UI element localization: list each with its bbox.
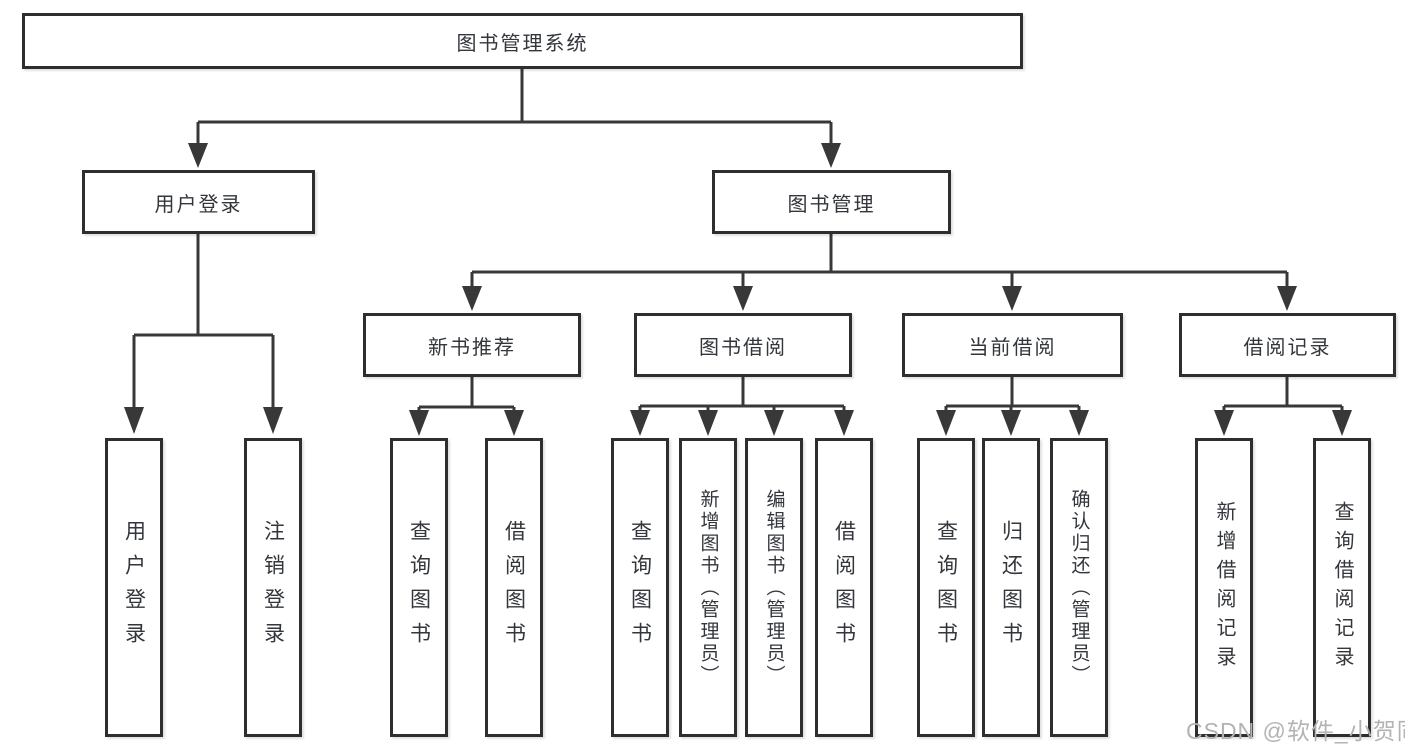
- leaf-edit-books-admin: 编辑图书（管理员）: [745, 438, 803, 737]
- leaf-add-books-admin: 新增图书（管理员）: [679, 438, 737, 737]
- leaf-query-books-recommend-label: 查询图书: [407, 519, 431, 656]
- leaf-query-borrow-record: 查询借阅记录: [1313, 438, 1371, 737]
- leaf-query-books-current-label: 查询图书: [934, 519, 958, 656]
- node-borrow-records: 借阅记录: [1179, 313, 1396, 377]
- leaf-return-books: 归还图书: [982, 438, 1040, 737]
- csdn-watermark: CSDN @软件_小贺同学: [1186, 718, 1405, 744]
- leaf-user-login-label: 用户登录: [122, 519, 146, 656]
- node-user-login: 用户登录: [82, 170, 315, 234]
- leaf-borrow-books-borrowing-label: 借阅图书: [832, 519, 856, 656]
- leaf-return-books-label: 归还图书: [999, 519, 1023, 656]
- node-new-book-recommend: 新书推荐: [363, 313, 581, 377]
- leaf-query-books-borrowing-label: 查询图书: [628, 519, 652, 656]
- node-library-system: 图书管理系统: [22, 13, 1023, 69]
- leaf-query-books-recommend: 查询图书: [390, 438, 448, 737]
- leaf-add-books-admin-label: 新增图书（管理员）: [697, 488, 719, 687]
- leaf-add-borrow-record: 新增借阅记录: [1195, 438, 1253, 737]
- leaf-confirm-return-admin: 确认归还（管理员）: [1050, 438, 1108, 737]
- arrowheads: [124, 143, 1352, 436]
- leaf-add-borrow-record-label: 新增借阅记录: [1213, 500, 1235, 675]
- leaf-edit-books-admin-label: 编辑图书（管理员）: [763, 488, 785, 687]
- leaf-user-login: 用户登录: [105, 438, 163, 737]
- leaf-borrow-books-recommend-label: 借阅图书: [502, 519, 526, 656]
- leaf-query-borrow-record-label: 查询借阅记录: [1331, 500, 1353, 675]
- leaf-query-books-borrowing: 查询图书: [611, 438, 669, 737]
- leaf-borrow-books-borrowing: 借阅图书: [815, 438, 873, 737]
- node-current-borrowing: 当前借阅: [902, 313, 1123, 377]
- node-book-management: 图书管理: [712, 170, 951, 234]
- node-book-borrowing: 图书借阅: [634, 313, 852, 377]
- leaf-confirm-return-admin-label: 确认归还（管理员）: [1068, 488, 1090, 687]
- leaf-borrow-books-recommend: 借阅图书: [485, 438, 543, 737]
- leaf-logout-login-label: 注销登录: [261, 519, 285, 656]
- leaf-logout-login: 注销登录: [244, 438, 302, 737]
- leaf-query-books-current: 查询图书: [917, 438, 975, 737]
